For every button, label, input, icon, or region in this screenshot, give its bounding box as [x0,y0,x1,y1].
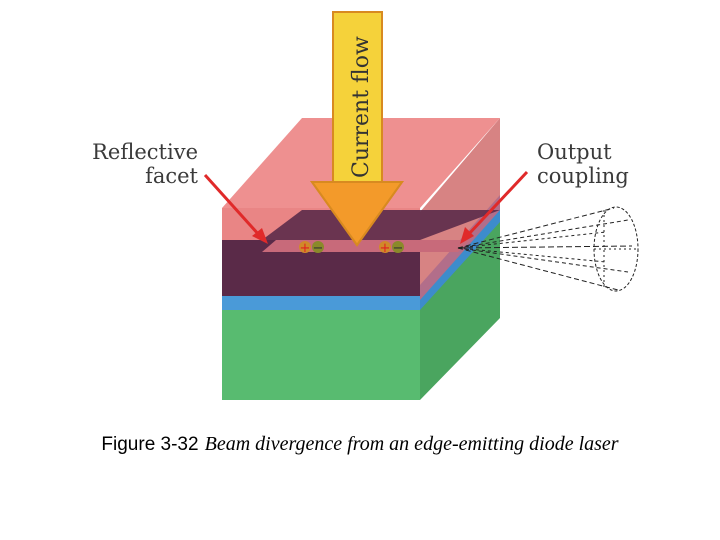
charge-plus-2: + [380,241,391,256]
reflective-facet-pointer [203,173,268,244]
block-side-substrate [420,222,500,400]
charge-plus-1: + [300,241,311,256]
current-flow-arrowhead-shade [310,181,404,247]
charge-minus-2: − [393,241,404,256]
waveguide-stripe [262,240,470,252]
caption-text: Beam divergence from an edge-emitting di… [204,433,619,455]
charge-pair-2: + − [379,241,404,256]
reflective-facet-label-line1: Reflective [92,140,198,164]
output-coupling-label-line1: Output [537,140,612,164]
block-front-substrate [222,310,420,400]
beam-cone [457,206,639,292]
block-front-blue [222,296,420,310]
laser-diagram: + − + − Current flow [203,11,639,400]
figure-caption: Figure 3-32 Beam divergence from an edge… [0,433,720,456]
charge-pair-1: + − [299,241,324,256]
output-coupling-pointer [460,170,529,244]
charge-minus-1: − [313,241,324,256]
reflective-facet-label: Reflective facet [70,140,198,188]
reflective-facet-label-line2: facet [145,164,198,188]
output-coupling-label: Output coupling [537,140,677,188]
current-flow-label: Current flow [349,36,374,178]
active-layer-top [262,210,500,240]
caption-label: Figure 3-32 [101,434,199,455]
output-coupling-label-line2: coupling [537,164,629,188]
